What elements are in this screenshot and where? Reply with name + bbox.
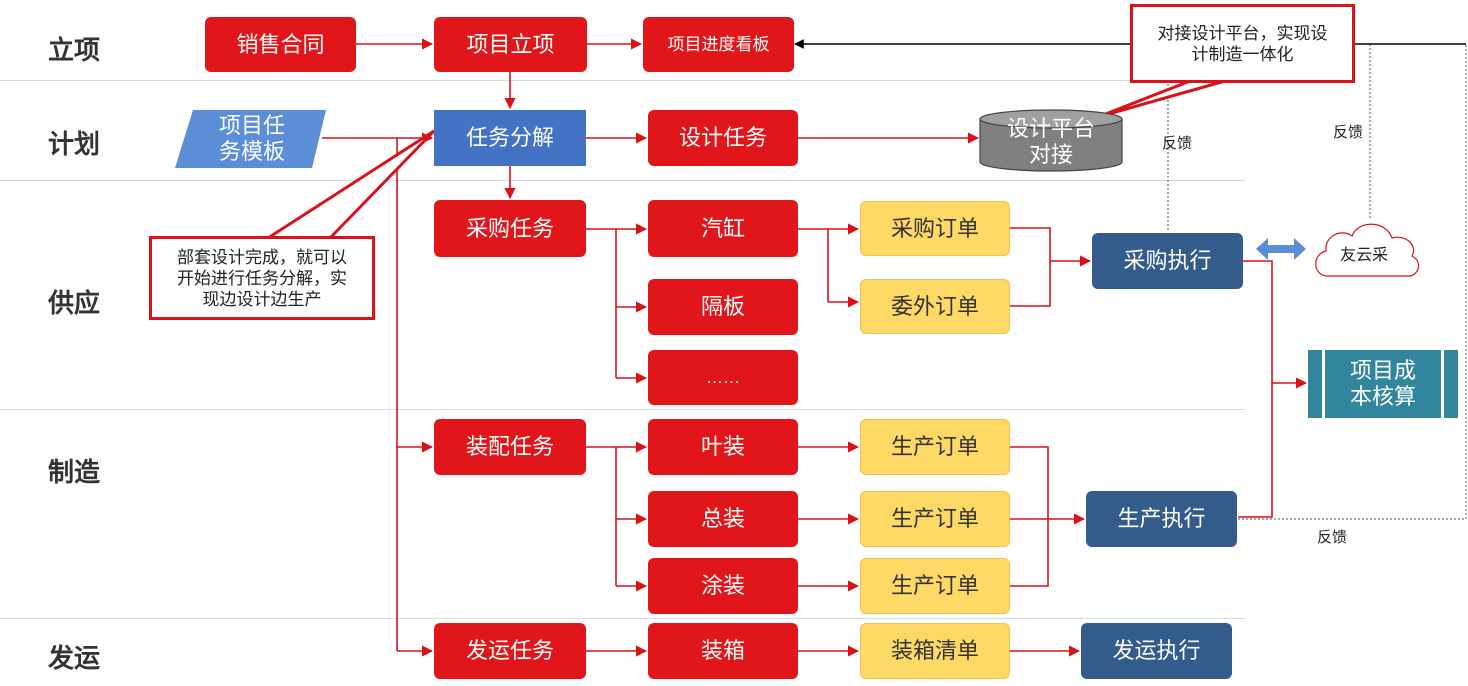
sales-contract-node: 销售合同: [205, 17, 356, 72]
youyuncai-label: 友云采: [1340, 247, 1389, 264]
lane-label-initiation: 立项: [48, 35, 101, 65]
lane-label-shipping: 发运: [48, 643, 101, 673]
shipping-task-node: 发运任务: [434, 623, 586, 679]
shipping-execution-node: 发运执行: [1081, 623, 1232, 679]
purchase-execution-node: 采购执行: [1092, 233, 1243, 289]
production-execution-node: 生产执行: [1086, 491, 1237, 547]
lane-label-manufacturing: 制造: [48, 457, 101, 487]
painting-node: 涂装: [648, 558, 798, 614]
lane-separator-4: [0, 618, 1245, 619]
lane-separator-3: [0, 409, 1245, 410]
design-platform-callout: 对接设计平台，实现设 计制造一体化: [1130, 4, 1355, 83]
feedback-line-production: [1238, 44, 1467, 520]
general-assembly-node: 总装: [648, 491, 798, 547]
task-template-node: 项目任 务模板: [218, 113, 285, 164]
partition-node: 隔板: [648, 279, 798, 335]
lane-separator-1: [0, 80, 1245, 81]
blade-assembly-node: 叶装: [648, 419, 798, 475]
design-platform-node: 设计平台 对接: [1006, 116, 1095, 167]
assembly-task-node: 装配任务: [434, 419, 586, 475]
lane-separator-2: [0, 180, 1245, 181]
production-order-node-2: 生产订单: [860, 491, 1010, 547]
cost-accounting-node: 项目成 本核算: [1349, 358, 1416, 409]
double-arrow-icon: [1256, 238, 1306, 260]
outsourcing-order-node: 委外订单: [860, 279, 1010, 334]
feedback-label-youyuncai: 反馈: [1333, 124, 1364, 141]
production-order-node-1: 生产订单: [860, 419, 1010, 475]
feedback-label-production: 反馈: [1317, 529, 1348, 546]
callout-pointer-platform: [1097, 79, 1226, 119]
design-platform-cylinder: [979, 109, 1123, 172]
packing-list-node: 装箱清单: [860, 623, 1010, 679]
design-task-node: 设计任务: [648, 110, 798, 166]
cost-accounting-shape: [1308, 350, 1458, 418]
ellipsis-node: ……: [648, 350, 798, 405]
purchase-task-node: 采购任务: [434, 200, 586, 257]
task-breakdown-node: 任务分解: [434, 110, 586, 166]
cloud-icon: [1315, 223, 1420, 277]
feedback-label-platform: 反馈: [1162, 135, 1193, 152]
design-complete-callout: 部套设计完成，就可以 开始进行任务分解，实 现边设计边生产: [149, 236, 375, 320]
lane-label-planning: 计划: [48, 129, 101, 159]
progress-board-node: 项目进度看板: [643, 17, 794, 72]
lane-label-supply: 供应: [48, 288, 101, 318]
purchase-order-node: 采购订单: [860, 201, 1010, 256]
project-initiation-node: 项目立项: [434, 17, 587, 72]
task-template-shape: [175, 110, 326, 168]
cylinder-node: 汽缸: [648, 200, 798, 257]
production-order-node-3: 生产订单: [860, 558, 1010, 614]
packing-node: 装箱: [648, 623, 798, 679]
